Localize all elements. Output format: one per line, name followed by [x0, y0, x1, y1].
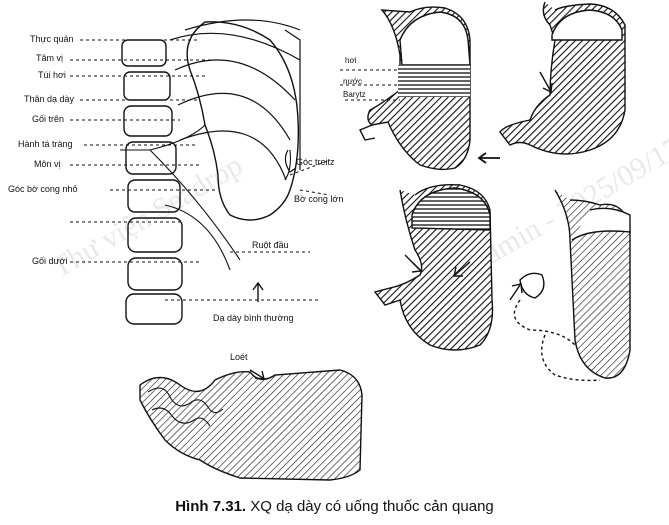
- label-goi-tren: Gối trên: [32, 114, 65, 124]
- panel-outline-stomach: [509, 189, 631, 382]
- panel-layered-stomach: [340, 6, 500, 171]
- label-mon-vi: Môn vị: [34, 159, 61, 169]
- panel-normal-stomach: [120, 19, 301, 325]
- label-da-day-binh-thuong: Dạ dày bình thường: [213, 313, 294, 323]
- label-barytz: Barytz: [343, 90, 366, 99]
- label-ruot-dau: Ruột đầu: [252, 240, 289, 250]
- panel-barium-stomach: [499, 1, 626, 155]
- label-goi-duoi: Gối dưới: [32, 256, 68, 266]
- label-goc-bo-cong-nho: Góc bờ cong nhỏ: [8, 184, 78, 194]
- panel-ulcer-stomach: [139, 369, 363, 481]
- stomach-outline: [186, 21, 299, 221]
- label-tui-hoi: Túi hơi: [38, 70, 66, 80]
- leader-lines: [70, 39, 331, 301]
- label-hanh-ta-trang: Hành tá tràng: [18, 139, 73, 149]
- label-thuc-quan: Thực quản: [30, 34, 74, 44]
- figure-caption: Hình 7.31. XQ dạ dày có uống thuốc cản q…: [0, 498, 669, 516]
- label-loet: Loét: [230, 352, 248, 362]
- spine: [121, 39, 183, 325]
- label-tam-vi: Tâm vị: [36, 53, 63, 63]
- caption-number: Hình 7.31.: [175, 498, 247, 515]
- label-bo-cong-lon: Bờ cong lớn: [294, 194, 344, 204]
- label-nuoc: nước: [343, 77, 363, 86]
- panel-constriction-stomach: [373, 184, 494, 351]
- caption-text: XQ dạ dày có uống thuốc cản quang: [246, 498, 494, 515]
- label-hoi: hơi: [345, 56, 357, 65]
- label-goc-treitz: Góc treitz: [296, 157, 335, 167]
- ribs: [169, 19, 301, 181]
- label-than-da-day: Thân dạ dày: [24, 94, 75, 104]
